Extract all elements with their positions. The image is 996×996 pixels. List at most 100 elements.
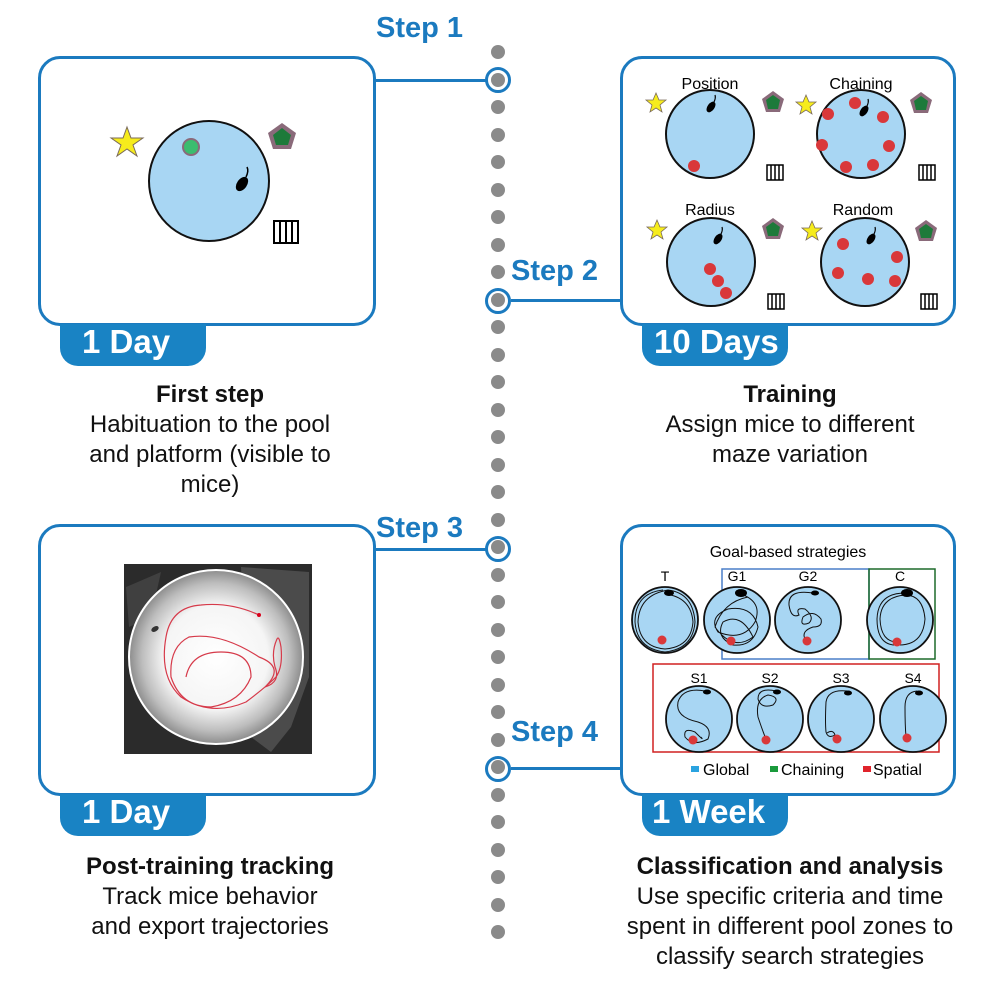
timeline-dot [491, 155, 505, 169]
step-2-panel: Position Chaining Radius Random [620, 56, 956, 326]
step-1-desc-line: and platform (visible to [89, 441, 331, 468]
striped-box-icon [766, 164, 784, 181]
timeline-dot [491, 705, 505, 719]
pentagon-icon [762, 218, 784, 239]
star-icon [646, 219, 668, 240]
striped-box-icon [920, 293, 938, 310]
timeline-dot [491, 897, 505, 912]
step-2-marker [485, 288, 511, 314]
timeline-dot [491, 127, 505, 142]
step-4-panel: Goal-based strategies T G1 G2 C [620, 524, 956, 796]
mouse-icon [151, 626, 159, 632]
step-1-desc-line: Habituation to the pool [89, 411, 331, 438]
striped-box-icon [767, 293, 785, 310]
star-icon [109, 125, 145, 158]
step-3-label: Step 3 [376, 512, 464, 544]
timeline-dot [491, 595, 505, 609]
timeline-dot [491, 567, 505, 582]
step-3-duration-badge: 1 Day [60, 794, 206, 836]
timeline-dot [491, 182, 505, 197]
timeline-dot [491, 402, 505, 417]
trajectory-end-point [257, 613, 261, 617]
step-1-duration-badge: 1 Day [60, 324, 206, 366]
pool-circle [816, 89, 906, 179]
habituation-pool-diagram [109, 120, 299, 244]
step-3-connector [374, 548, 486, 551]
variation-label-position: Position [682, 76, 739, 93]
step-1-title: First step [155, 381, 265, 408]
timeline-dot [491, 925, 505, 939]
timeline-dot [491, 320, 505, 334]
pentagon-icon [268, 123, 296, 149]
striped-box-icon [273, 220, 299, 244]
strategy-pool-g1 [703, 586, 771, 654]
legend-swatch-chaining [770, 766, 778, 772]
timeline-dot [491, 430, 505, 444]
step-4-duration-badge: 1 Week [642, 794, 788, 836]
timeline-dot [491, 870, 505, 884]
step-3-desc-line: Track mice behavior [102, 883, 318, 910]
variation-label-random: Random [833, 202, 893, 219]
step-2-connector [511, 299, 623, 302]
timeline-dot [491, 787, 505, 802]
timeline-dot [491, 45, 505, 59]
step-4-description: Classification and analysis Use specific… [580, 852, 996, 972]
pentagon-icon [915, 220, 937, 241]
striped-box-icon [918, 164, 936, 181]
step-4-label: Step 4 [511, 716, 599, 748]
legend-swatch-spatial [863, 766, 871, 772]
strategy-label-g1: G1 [728, 568, 747, 584]
strategy-label-s1: S1 [690, 670, 707, 686]
step-2-description: Training Assign mice to different maze v… [600, 380, 980, 470]
strategy-pool-s2 [736, 685, 804, 753]
strategy-pool-s4 [879, 685, 947, 753]
step-1-desc-line: mice) [180, 471, 240, 498]
pool-circle [666, 217, 756, 307]
legend-label-chaining: Chaining [781, 762, 844, 779]
variation-label-chaining: Chaining [829, 76, 892, 93]
timeline-dot [491, 512, 505, 527]
platform-position [688, 160, 700, 172]
pentagon-icon [762, 91, 784, 112]
strategy-label-t: T [661, 568, 670, 584]
timeline-dot [491, 842, 505, 857]
step-2-desc-line: Assign mice to different [665, 411, 915, 438]
variation-label-radius: Radius [685, 202, 735, 219]
legend: Global Chaining Spatial [691, 762, 922, 779]
strategy-label-c: C [895, 568, 905, 584]
timeline-dot [491, 485, 505, 499]
step-4-desc-line: classify search strategies [655, 943, 925, 970]
step-2-duration-badge: 10 Days [642, 324, 788, 366]
step-1-marker [485, 67, 511, 93]
timeline-dot [491, 650, 505, 664]
step-4-title: Classification and analysis [636, 853, 944, 880]
timeline-dot [491, 375, 505, 389]
step-3-desc-line: and export trajectories [91, 913, 329, 940]
visible-platform [182, 138, 200, 156]
step-4-connector [511, 767, 623, 770]
timeline-dot [491, 210, 505, 224]
strategy-pool-s1 [665, 685, 733, 753]
timeline-dot [491, 457, 505, 472]
strategies-heading: Goal-based strategies [710, 544, 867, 561]
step-1-label: Step 1 [376, 12, 464, 44]
strategy-label-s3: S3 [832, 670, 849, 686]
mouse-trajectory [163, 603, 283, 710]
timeline-dot [491, 237, 505, 252]
step-3-description: Post-training tracking Track mice behavi… [40, 852, 380, 942]
legend-label-spatial: Spatial [873, 762, 922, 779]
step-4-desc-line: spent in different pool zones to [626, 913, 954, 940]
timeline-dot [491, 677, 505, 692]
step-2-title: Training [743, 381, 837, 408]
timeline-dot [491, 815, 505, 829]
step-1-connector [374, 79, 486, 82]
strategy-label-s2: S2 [761, 670, 778, 686]
strategy-pool-s3 [807, 685, 875, 753]
star-icon [645, 92, 667, 113]
pool-circle [148, 120, 270, 242]
step-1-description: First step Habituation to the pool and p… [40, 380, 380, 500]
step-4-desc-line: Use specific criteria and time [636, 883, 944, 910]
timeline-dot [491, 100, 505, 114]
step-1-panel [38, 56, 376, 326]
strategy-classification-diagram: Goal-based strategies T G1 G2 C [631, 544, 947, 779]
